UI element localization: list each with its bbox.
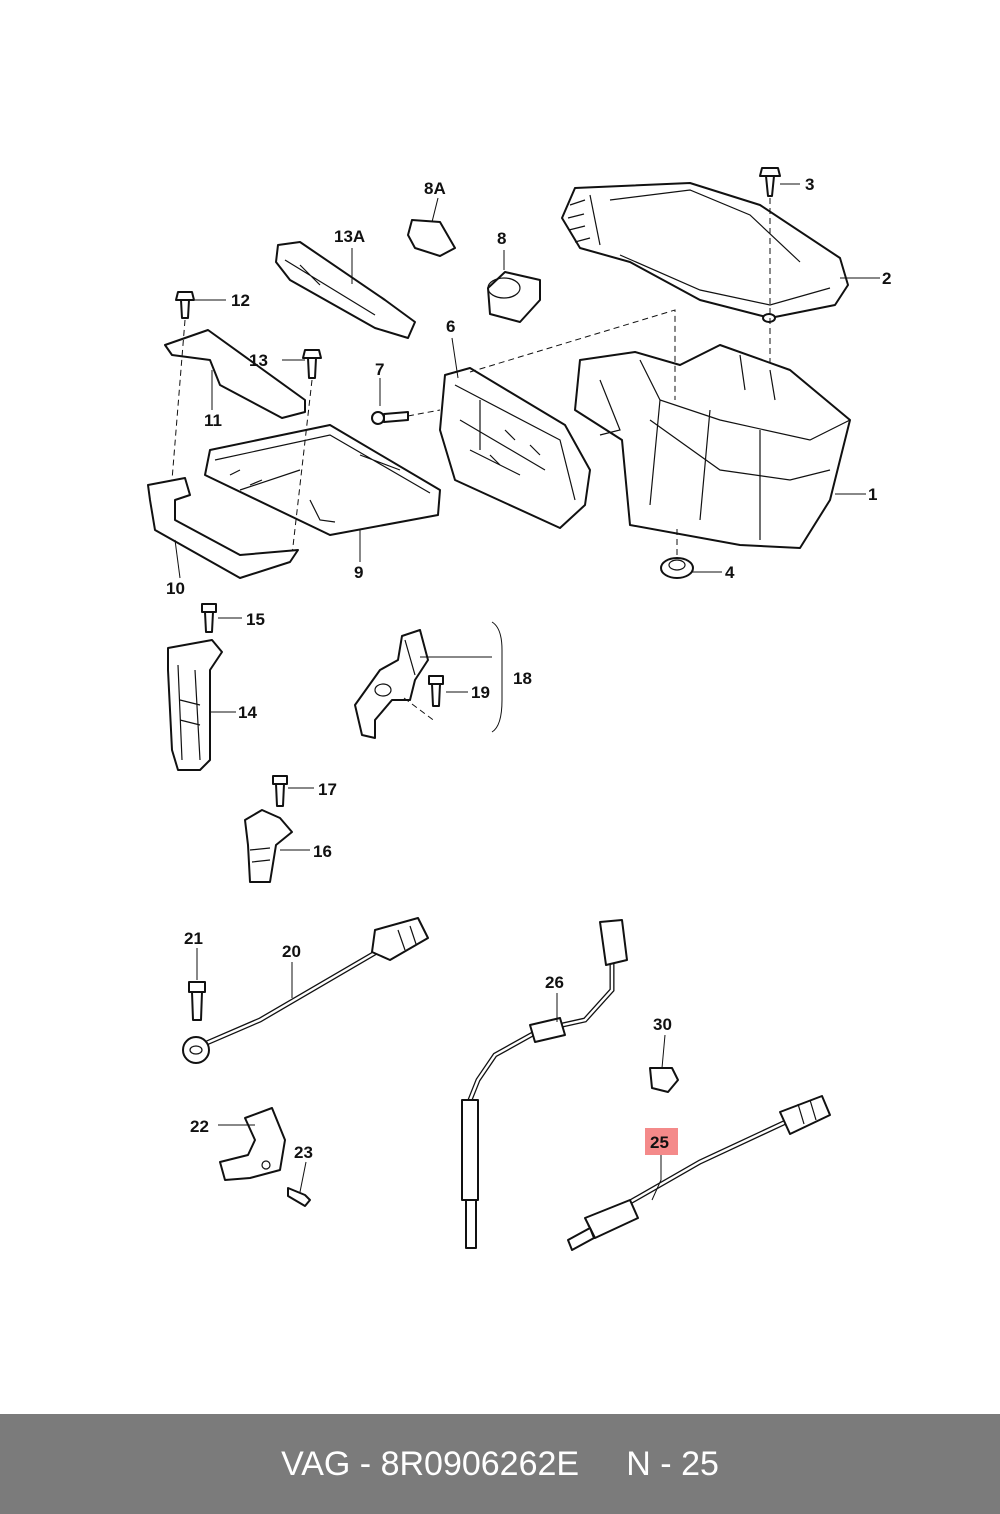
part-13a-cover: [275, 241, 416, 339]
label-22: 22: [190, 1117, 209, 1136]
label-13a: 13A: [334, 227, 365, 246]
leader-lines: [174, 183, 880, 1201]
label-23: 23: [294, 1143, 313, 1162]
label-30: 30: [653, 1015, 672, 1034]
label-12: 12: [231, 291, 250, 310]
label-20: 20: [282, 942, 301, 961]
label-7: 7: [375, 360, 384, 379]
label-17: 17: [318, 780, 337, 799]
label-3: 3: [805, 175, 814, 194]
label-26: 26: [545, 973, 564, 992]
label-6: 6: [446, 317, 455, 336]
part-15-bolt: [201, 603, 217, 633]
label-15: 15: [246, 610, 265, 629]
label-8: 8: [497, 229, 506, 248]
part-19-bolt: [428, 675, 444, 707]
label-9: 9: [354, 563, 363, 582]
part-7-screw: [371, 411, 409, 425]
label-8a: 8A: [424, 179, 446, 198]
part-25-lambda-sensor: [567, 1095, 831, 1251]
part-30-clip: [649, 1067, 679, 1093]
label-13: 13: [249, 351, 268, 370]
label-25: 25: [650, 1133, 669, 1152]
part-22-bracket: [219, 1107, 286, 1181]
label-10: 10: [166, 579, 185, 598]
label-2: 2: [882, 269, 891, 288]
part-12-bolt: [175, 291, 195, 319]
highlight-box-25: [645, 1128, 678, 1155]
part-3-screw: [759, 167, 781, 197]
label-16: 16: [313, 842, 332, 861]
part-9-control-unit: [204, 424, 441, 536]
part-17-bolt: [272, 775, 288, 807]
part-number-caption: VAG - 8R0906262E N - 25: [281, 1444, 719, 1483]
part-10-bracket: [147, 477, 299, 579]
part-11-bracket: [164, 329, 306, 419]
part-23-bolt: [287, 1187, 311, 1207]
label-21: 21: [184, 929, 203, 948]
part-8-relay: [487, 271, 541, 323]
label-19: 19: [471, 683, 490, 702]
label-18: 18: [513, 669, 532, 688]
part-16-sensor: [244, 809, 293, 883]
part-2-airbox-cover: [561, 182, 849, 323]
label-4: 4: [725, 563, 735, 582]
callout-labels: 1 2 3 4 6 7 8 8A 9 10 11 12 13 13A 14 15…: [166, 175, 891, 1162]
part-20-cable: [182, 917, 429, 1064]
label-1: 1: [868, 485, 877, 504]
part-26-sensor: [461, 919, 628, 1249]
part-4-grommet: [660, 557, 694, 579]
part-21-bolt: [188, 981, 206, 1021]
part-18-sensor: [354, 629, 429, 739]
exploded-parts-diagram: 1 2 3 4 6 7 8 8A 9 10 11 12 13 13A 14 15…: [147, 167, 891, 1251]
label-14: 14: [238, 703, 257, 722]
label-11: 11: [204, 411, 222, 430]
part-1-housing-lower: [574, 344, 851, 549]
part-14-sensor: [167, 639, 223, 771]
part-8a-clip: [407, 219, 456, 257]
footer-bar: VAG - 8R0906262E N - 25: [0, 1414, 1000, 1514]
part-13-bolt: [302, 349, 322, 379]
part-6-ecu-bracket: [439, 367, 591, 529]
